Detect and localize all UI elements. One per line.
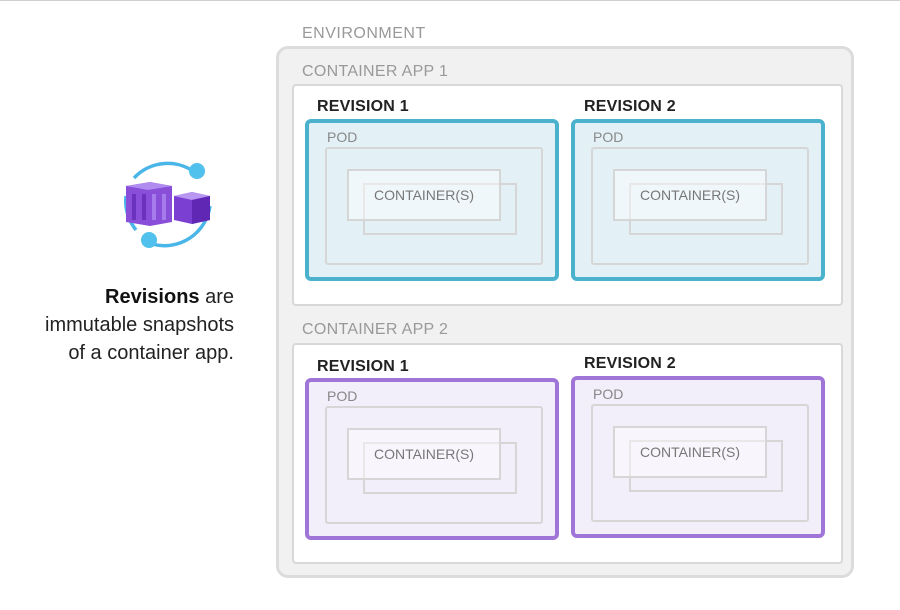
caption-line2: immutable snapshots (45, 314, 234, 336)
app2-revision2-title: REVISION 2 (584, 355, 676, 372)
app2-revision2-box: POD CONTAINER(S) (571, 376, 825, 538)
pod-box (325, 147, 543, 265)
app1-revision1-title: REVISION 1 (317, 98, 409, 115)
environment-title: ENVIRONMENT (302, 25, 426, 42)
container-apps-icon (123, 161, 212, 248)
container-card: CONTAINER(S) (347, 169, 501, 221)
app2-revision1-box: POD CONTAINER(S) (305, 378, 559, 540)
pod-label: POD (593, 386, 624, 402)
container-card: CONTAINER(S) (613, 169, 767, 221)
pod-box (591, 147, 809, 265)
container-card-back (363, 183, 517, 235)
caption-line1-rest: are (199, 286, 234, 308)
pod-label: POD (327, 388, 358, 404)
app1-revision1-box: POD CONTAINER(S) (305, 119, 559, 281)
pod-box (325, 406, 543, 524)
app1-revision2-box: POD CONTAINER(S) (571, 119, 825, 281)
pod-box (591, 404, 809, 522)
caption-bold: Revisions (105, 286, 200, 308)
app1-title: CONTAINER APP 1 (302, 63, 449, 80)
revisions-caption: Revisions are immutable snapshots of a c… (20, 283, 234, 367)
container-card: CONTAINER(S) (347, 428, 501, 480)
container-card-back (629, 183, 783, 235)
container-card-back (629, 440, 783, 492)
top-divider (0, 0, 900, 1)
pod-label: POD (593, 129, 624, 145)
container-card: CONTAINER(S) (613, 426, 767, 478)
app2-title: CONTAINER APP 2 (302, 321, 449, 338)
app1-revision2-title: REVISION 2 (584, 98, 676, 115)
app2-revision1-title: REVISION 1 (317, 358, 409, 375)
container-card-back (363, 442, 517, 494)
caption-line3: of a container app. (68, 342, 234, 364)
pod-label: POD (327, 129, 358, 145)
